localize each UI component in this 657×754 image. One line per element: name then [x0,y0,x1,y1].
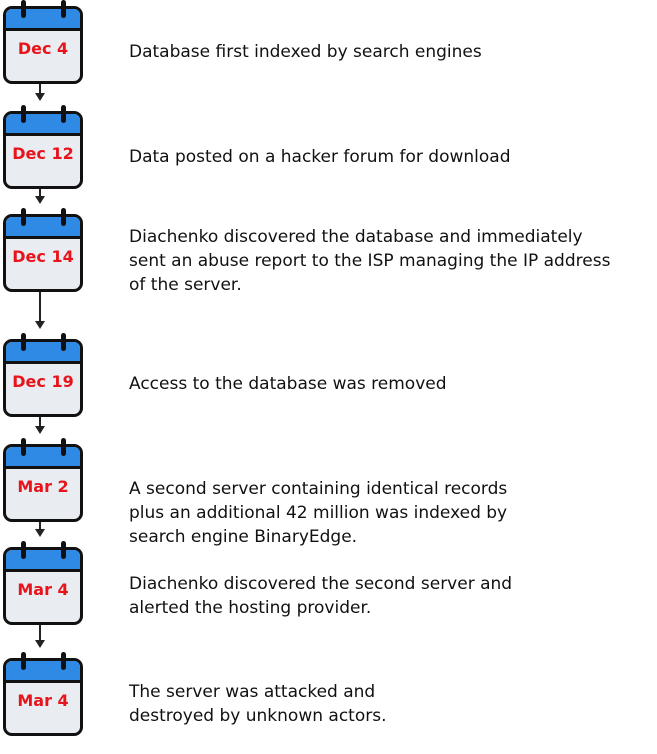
calendar-ring [61,105,66,123]
calendar-icon: Mar 2 [3,438,83,522]
event-date: Dec 19 [12,372,74,391]
calendar-icon: Dec 4 [3,0,83,84]
calendar-icon: Dec 19 [3,333,83,417]
calendar-header [6,661,80,683]
calendar-ring [21,652,26,670]
connector-arrow [35,84,45,101]
connector-arrow [35,522,45,537]
event-date: Mar 4 [17,691,69,710]
calendar-header [6,342,80,364]
calendar-ring [61,0,66,18]
event-date: Dec 12 [12,144,74,163]
event-description: Database first indexed by search engines [129,42,482,62]
calendar-ring [21,333,26,351]
connector-arrow [35,292,45,329]
calendar-header [6,114,80,136]
event-description: The server was attacked and destroyed by… [129,682,387,726]
connector-arrow [35,417,45,434]
calendar-ring [21,105,26,123]
calendar-ring [61,208,66,226]
calendar-header [6,550,80,572]
event-date: Mar 4 [17,580,69,599]
calendar-ring [21,0,26,18]
connector-arrow [35,189,45,204]
calendar-icon: Mar 4 [3,541,83,625]
event-description: Access to the database was removed [129,374,447,394]
calendar-ring [61,333,66,351]
event-date: Dec 4 [17,39,69,58]
event-description: A second server containing identical rec… [129,479,508,547]
calendar-ring [21,208,26,226]
calendar-header [6,9,80,31]
event-date: Mar 2 [17,477,69,496]
event-description: Data posted on a hacker forum for downlo… [129,147,511,167]
calendar-header [6,447,80,469]
event-description: Diachenko discovered the second server a… [129,574,513,618]
calendar-ring [21,541,26,559]
calendar-ring [61,541,66,559]
calendar-icon: Dec 14 [3,208,83,292]
event-date: Dec 14 [12,247,74,266]
calendar-icon: Mar 4 [3,652,83,736]
calendar-header [6,217,80,239]
connector-arrow [35,625,45,648]
event-description: Diachenko discovered the database and im… [129,227,611,295]
calendar-ring [21,438,26,456]
calendar-icon: Dec 12 [3,105,83,189]
calendar-ring [61,438,66,456]
calendar-ring [61,652,66,670]
